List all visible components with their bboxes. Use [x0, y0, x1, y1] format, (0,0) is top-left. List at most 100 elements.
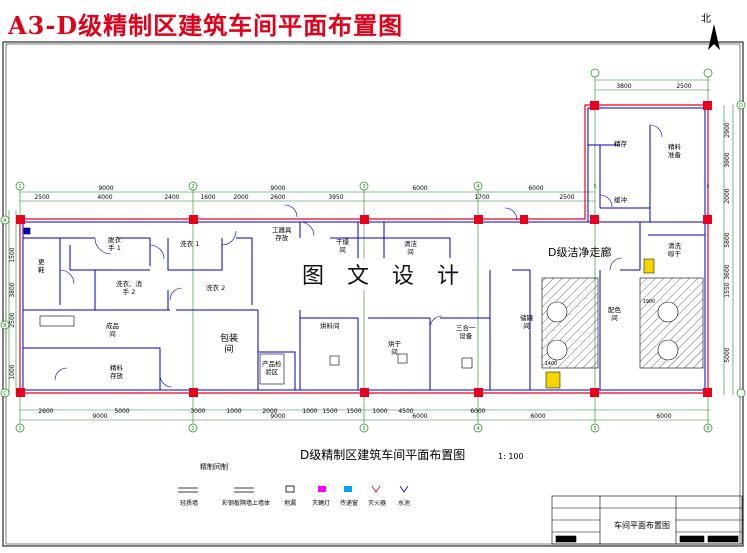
room-label-r19: 缓冲: [614, 196, 627, 204]
page-title: A3-D级精制区建筑车间平面布置图: [8, 11, 404, 40]
dimension-label-right: 3900: [724, 152, 731, 167]
north-arrow: [708, 24, 720, 50]
dimension-label-left: 1000: [9, 364, 16, 379]
equipment-hatch: [541, 277, 704, 369]
axis-label-bottom: 1: [18, 426, 21, 432]
legend-item: 地漏: [284, 500, 297, 507]
drawing-scale: 1: 100: [498, 452, 524, 461]
drawing-frame-inner: [5, 43, 741, 545]
dimension-label-top-detail: 2400: [164, 194, 179, 201]
axis-label-top: 5: [593, 184, 596, 190]
room-label-r20: 清洗晾干: [668, 242, 681, 258]
room-label-r9: 产品检验区: [262, 360, 282, 376]
room-label-r7: 精料存放: [110, 364, 123, 380]
watermark: 图 文 设 计: [300, 258, 469, 290]
room-label-r8: 包装间: [220, 334, 239, 355]
legend-item: 彩钢板隔墙上墙体: [222, 500, 271, 507]
room-label-r21: 工器具存放: [272, 226, 292, 242]
dimension-label-top-detail: 1700: [474, 194, 489, 201]
dimension-label-bottom-overall: 6000: [656, 413, 671, 420]
dimension-label-bottom-detail: 3000: [190, 408, 205, 415]
dimension-label-top-detail: 4000: [97, 194, 112, 201]
dimension-label-top-overall: 6000: [528, 185, 543, 192]
dimension-label-top-right: 3800: [616, 83, 631, 90]
legend-item: 灭火器: [368, 500, 387, 507]
dimension-label-bottom-detail: 1000: [372, 408, 387, 415]
legend-symbols: [178, 485, 409, 493]
room-label-r17: 精料准备: [668, 143, 681, 159]
dimension-label-left: 1500: [9, 247, 16, 262]
door-swings: [54, 124, 663, 388]
dimension-label-right: 3600: [724, 264, 731, 279]
dimension-label-bottom-overall: 6000: [412, 413, 427, 420]
axis-label-top: 1: [18, 184, 21, 190]
dimension-label-top-detail: 2500: [34, 194, 49, 201]
legend-item: 水池: [398, 500, 411, 507]
axis-label-side: B: [3, 323, 7, 329]
axis-label-bottom: 3: [362, 426, 365, 432]
legend-item: 传递窗: [340, 500, 359, 507]
room-label-r12: 干燥间: [336, 238, 349, 254]
axis-label-bottom: 6: [706, 426, 709, 432]
axis-label-top: 6: [706, 184, 709, 190]
axis-label-top: 4: [476, 184, 479, 190]
dimension-label-bottom-detail: 2000: [262, 408, 277, 415]
room-label-r11: 烘干间: [388, 340, 401, 356]
dimension-label-bottom-overall: 6000: [530, 413, 545, 420]
dimension-label-bottom-detail: 1000: [302, 408, 317, 415]
interior-walls: [23, 125, 705, 390]
dimension-label-bottom-detail: 2600: [38, 408, 53, 415]
room-label-r5: 洗衣 2: [206, 284, 226, 292]
dimension-label-left: 3800: [9, 282, 16, 297]
room-label-r18: 精存: [614, 140, 627, 148]
fixtures: [23, 227, 473, 385]
room-label-r10: 烘料间: [320, 322, 340, 330]
axis-label-top: 2: [191, 184, 194, 190]
dimension-label-bottom-overall: 9000: [270, 413, 285, 420]
dimension-label-right: 2000: [724, 188, 731, 203]
dimension-label-left: 2500: [9, 312, 16, 327]
dimension-label-top-detail: 2500: [559, 194, 574, 201]
pass-boxes: [545, 258, 655, 389]
dimension-label-right: 2900: [724, 122, 731, 137]
equipment-label: 1400: [545, 361, 558, 367]
room-label-r13: 清洁间: [404, 240, 417, 256]
room-label-r6: 成品间: [106, 322, 119, 338]
dimension-label-top-detail: 2000: [233, 194, 248, 201]
axis-label-bottom: 5: [593, 426, 596, 432]
dimension-label-bottom-overall: 9000: [92, 413, 107, 420]
dimension-label-right: 1550: [724, 282, 731, 297]
axis-label-bottom: 4: [476, 426, 479, 432]
axis-bubbles: [0, 68, 746, 433]
dimension-label-top-overall: 9000: [98, 185, 113, 192]
axis-label-top: 3: [362, 184, 365, 190]
room-label-r3: 洗衣 1: [180, 240, 200, 248]
structural-columns: [16, 101, 712, 397]
room-label-r4: 洗衣、消手 2: [116, 280, 142, 296]
dimension-label-bottom-detail: 1000: [226, 408, 241, 415]
axis-label-side: D: [739, 103, 743, 109]
drawing-frame: [2, 41, 744, 547]
dimension-label-top-right: 2500: [676, 83, 691, 90]
dimension-label-top-overall: 6000: [412, 185, 427, 192]
drawing-title: D级精制区建筑车间平面布置图: [300, 448, 466, 462]
room-label-r1: 更鞋: [38, 258, 45, 274]
room-label-r15: 配色间: [608, 306, 621, 322]
legend-heading: 精制间制: [200, 463, 228, 471]
dimension-label-top-overall: 9000: [270, 185, 285, 192]
dimension-label-bottom-detail: 1500: [346, 408, 361, 415]
room-label-r16: 储罐间: [520, 314, 533, 330]
axis-label-side: C: [3, 391, 7, 397]
room-label-r2: 脱衣手 1: [108, 236, 121, 252]
corridor-label: D级洁净走廊: [548, 246, 612, 259]
dimension-label-bottom-detail: 1500: [322, 408, 337, 415]
legend-item: 灭蝇灯: [312, 500, 331, 507]
legend-item: 轻质墙: [180, 500, 199, 507]
title-block: [551, 495, 743, 545]
dimension-label-bottom-detail: 4500: [398, 408, 413, 415]
dimension-label-top-detail: 1600: [200, 194, 215, 201]
dimension-label-top-detail: 2600: [270, 194, 285, 201]
dimension-label-top-detail: 3950: [328, 194, 343, 201]
